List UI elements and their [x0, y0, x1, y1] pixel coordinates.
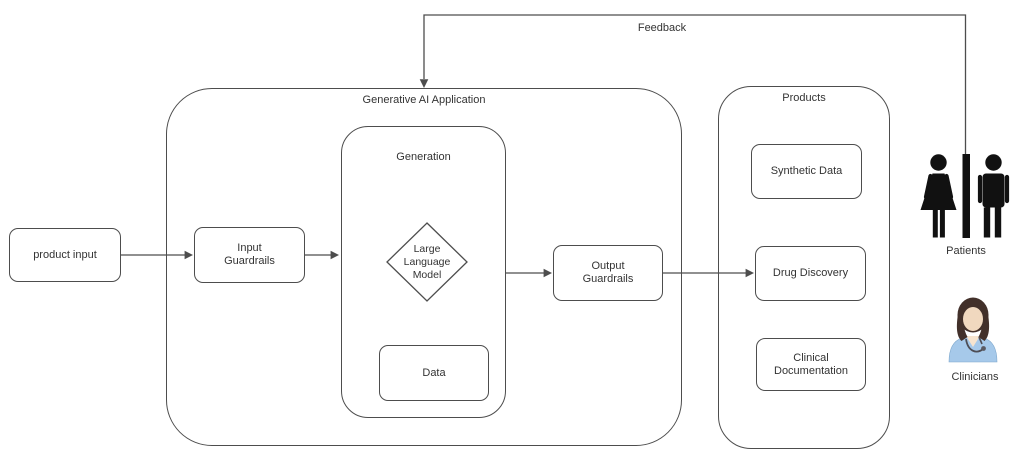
products-label: Products [782, 92, 826, 104]
clinicians-doctor-icon [948, 297, 998, 363]
node-synthetic-data: Synthetic Data [751, 144, 862, 199]
woman-figure-icon [920, 154, 957, 238]
patients-label: Patients [946, 245, 986, 257]
node-product-input: product input [9, 228, 121, 282]
clinician-face [963, 307, 983, 331]
generative-ai-application-label: Generative AI Application [362, 94, 486, 106]
node-input-guardrails: Input Guardrails [194, 227, 305, 283]
node-drug-discovery: Drug Discovery [755, 246, 866, 301]
node-clinical-documentation: Clinical Documentation [756, 338, 866, 391]
man-figure-icon [977, 154, 1010, 238]
feedback-label: Feedback [637, 22, 687, 34]
restroom-divider-bar [962, 154, 970, 238]
clinician-hair-left [956, 313, 968, 341]
node-data: Data [379, 345, 489, 401]
node-output-guardrails: Output Guardrails [553, 245, 663, 301]
clinician-stethoscope-tube [965, 338, 984, 353]
clinician-stethoscope-earpiece [978, 336, 983, 345]
node-llm: Large Language Model [386, 222, 468, 302]
clinician-hair-right [978, 313, 990, 341]
llm-diamond-shape [386, 222, 468, 302]
generation-label: Generation [396, 151, 451, 163]
feedback-arrowhead [419, 79, 429, 88]
clinician-neck [966, 336, 980, 347]
patients-restroom-icon [920, 154, 1010, 238]
clinicians-label: Clinicians [951, 371, 999, 383]
clinician-stethoscope-chestpiece [981, 346, 986, 351]
llm-label: Large Language Model [403, 242, 451, 281]
